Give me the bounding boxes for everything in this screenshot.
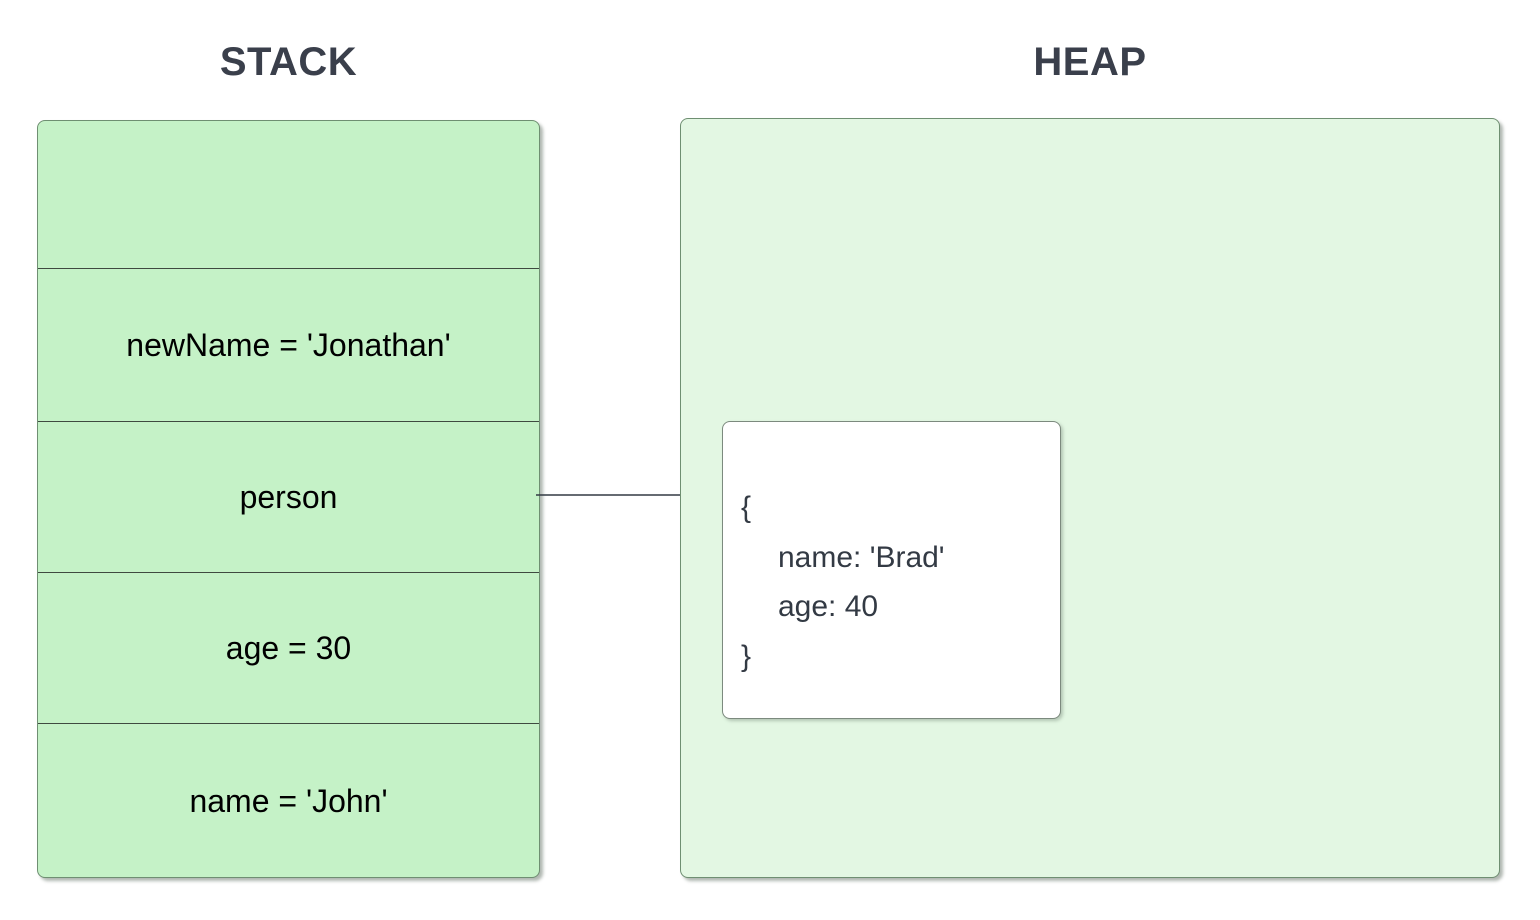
heap-title: HEAP [1033, 40, 1147, 84]
stack-cell-age: age = 30 [38, 572, 539, 723]
stack-cell-empty [38, 121, 539, 268]
stack-cell-newname: newName = 'Jonathan' [38, 268, 539, 421]
object-close-brace: } [741, 640, 752, 673]
stack-container: newName = 'Jonathan' person age = 30 nam… [37, 120, 540, 878]
stack-title: STACK [219, 40, 358, 84]
stack-cell-name: name = 'John' [38, 723, 539, 877]
object-property-name: name: 'Brad' [778, 541, 945, 574]
object-open-brace: { [741, 491, 752, 524]
heap-object-node: { name: 'Brad' age: 40 } [722, 421, 1061, 719]
object-property-age: age: 40 [778, 590, 879, 623]
stack-cell-person: person [38, 421, 539, 572]
heap-container: { name: 'Brad' age: 40 } [680, 118, 1500, 878]
